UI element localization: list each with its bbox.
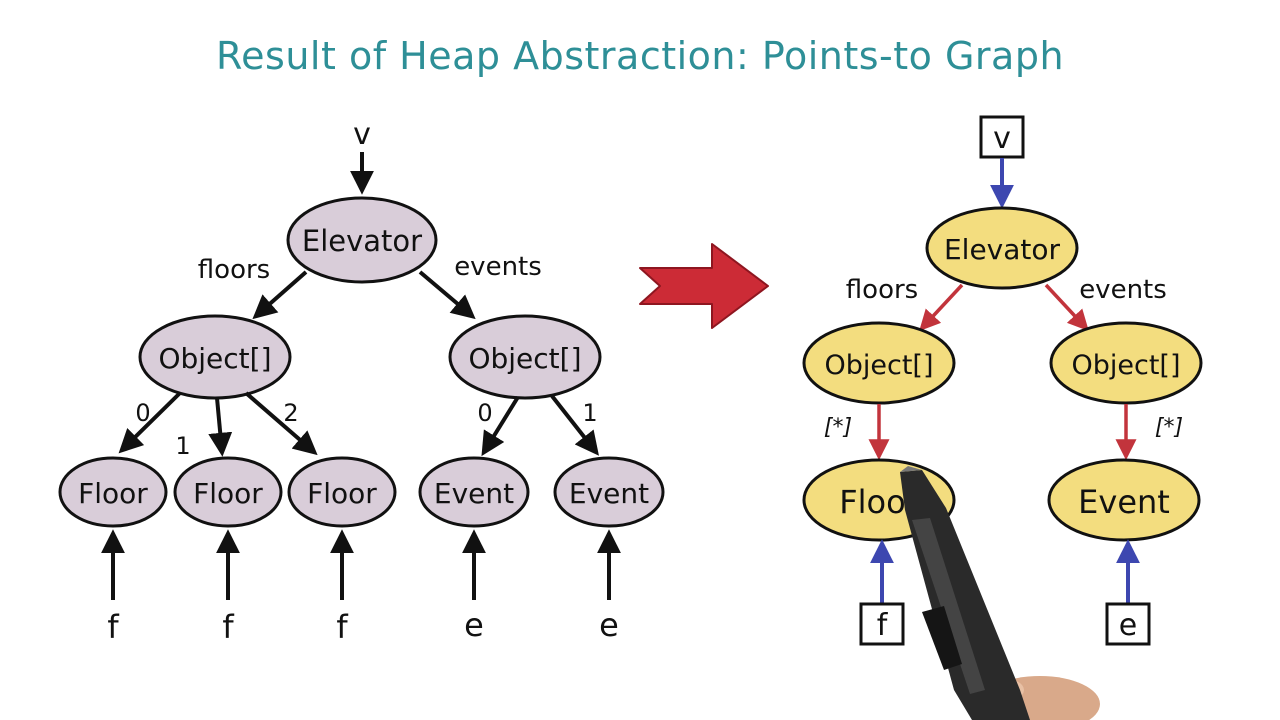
- right-var-v-box: v: [979, 115, 1025, 159]
- left-var-f0: f: [107, 608, 119, 646]
- left-label-floor-idx-1: 1: [175, 432, 190, 460]
- slide-title: Result of Heap Abstraction: Points-to Gr…: [215, 34, 1065, 78]
- stylus-pen-icon: [900, 466, 1100, 720]
- left-var-f2: f: [336, 608, 348, 646]
- left-edge-floors: [252, 270, 308, 320]
- left-label-event-idx-1: 1: [582, 399, 597, 427]
- left-var-e1: e: [599, 606, 619, 644]
- left-node-array-floors: Object[]: [138, 314, 292, 400]
- left-node-floor-2: Floor: [287, 456, 397, 528]
- left-var-v: v: [353, 117, 371, 152]
- right-node-elevator-label: Elevator: [944, 233, 1061, 266]
- left-edge-floor-2: [244, 391, 318, 456]
- left-edge-floor-0: [118, 391, 182, 454]
- left-node-array-events-label: Object[]: [468, 342, 581, 375]
- right-label-events-star: [*]: [1155, 415, 1183, 440]
- left-label-floors: floors: [198, 255, 270, 285]
- left-node-elevator: Elevator: [286, 196, 438, 284]
- right-node-event-label: Event: [1078, 483, 1170, 521]
- right-edge-floors: [919, 283, 964, 332]
- right-node-event: Event: [1047, 458, 1201, 542]
- left-node-floor-1: Floor: [173, 456, 283, 528]
- transform-arrow-icon: [639, 243, 769, 329]
- left-node-floor-0-label: Floor: [78, 477, 148, 510]
- right-node-array-floors-label: Object[]: [824, 350, 933, 381]
- left-edge-events: [418, 270, 476, 320]
- right-label-events: events: [1079, 275, 1167, 305]
- left-label-floor-idx-2: 2: [283, 399, 298, 427]
- left-var-f1: f: [222, 608, 234, 646]
- right-var-v: v: [993, 121, 1011, 156]
- left-node-elevator-label: Elevator: [302, 224, 422, 258]
- right-label-floors: floors: [846, 275, 918, 305]
- right-var-e-box: e: [1105, 602, 1151, 646]
- right-node-elevator: Elevator: [925, 206, 1079, 290]
- right-label-floors-star: [*]: [824, 415, 852, 440]
- right-var-f: f: [877, 608, 889, 643]
- right-graph: v Elevator floors events Object[] Object…: [802, 115, 1203, 646]
- left-label-event-idx-0: 0: [477, 399, 492, 427]
- left-edge-event-0: [481, 395, 520, 457]
- left-edge-event-1: [550, 394, 599, 456]
- left-node-event-0-label: Event: [434, 477, 514, 510]
- right-var-e: e: [1119, 608, 1137, 643]
- right-edge-events: [1044, 283, 1089, 332]
- left-node-floor-1-label: Floor: [193, 477, 263, 510]
- left-node-floor-0: Floor: [58, 456, 168, 528]
- left-node-array-floors-label: Object[]: [158, 342, 271, 375]
- left-graph: v Elevator floors events Object[] Object…: [58, 117, 665, 646]
- right-node-array-floors: Object[]: [802, 321, 956, 405]
- left-var-e0: e: [464, 606, 484, 644]
- left-edge-floor-1: [208, 397, 233, 457]
- left-node-event-0: Event: [418, 456, 530, 528]
- left-node-event-1-label: Event: [569, 477, 649, 510]
- left-node-array-events: Object[]: [448, 314, 602, 400]
- right-node-array-events: Object[]: [1049, 321, 1203, 405]
- left-node-floor-2-label: Floor: [307, 477, 377, 510]
- right-var-f-box: f: [859, 602, 905, 646]
- right-node-array-events-label: Object[]: [1071, 350, 1180, 381]
- left-label-events: events: [454, 252, 542, 282]
- left-label-floor-idx-0: 0: [135, 399, 150, 427]
- left-node-event-1: Event: [553, 456, 665, 528]
